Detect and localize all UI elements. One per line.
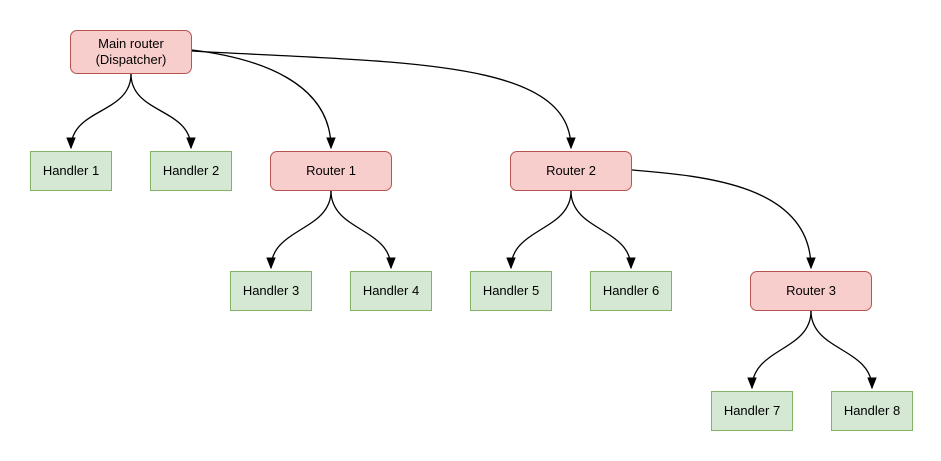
node-handler-4-label: Handler 4 — [362, 282, 420, 298]
node-handler-3-label: Handler 3 — [242, 282, 300, 298]
node-handler-6-label: Handler 6 — [602, 282, 660, 298]
edge-main-router-to-router-1 — [191, 49, 331, 148]
node-router-1-label: Router 1 — [306, 162, 356, 178]
edge-router-3-to-handler-8 — [810, 310, 872, 388]
edge-router-2-to-handler-6 — [570, 190, 631, 268]
edge-router-2-to-router-3 — [631, 169, 811, 268]
edge-main-router-to-router-2 — [191, 50, 571, 148]
node-handler-3: Handler 3 — [230, 271, 312, 311]
node-handler-5-label: Handler 5 — [482, 282, 540, 298]
edge-router-3-to-handler-7 — [752, 310, 812, 388]
node-main-router: Main router (Dispatcher) — [70, 30, 192, 74]
node-router-3-label: Router 3 — [786, 282, 836, 298]
node-router-3: Router 3 — [750, 271, 872, 311]
node-handler-6: Handler 6 — [590, 271, 672, 311]
node-handler-8-label: Handler 8 — [843, 402, 901, 418]
node-handler-1: Handler 1 — [30, 151, 112, 191]
edge-router-1-to-handler-4 — [330, 190, 391, 268]
node-handler-5: Handler 5 — [470, 271, 552, 311]
node-handler-2-label: Handler 2 — [162, 162, 220, 178]
node-router-2: Router 2 — [510, 151, 632, 191]
node-handler-2: Handler 2 — [150, 151, 232, 191]
node-handler-4: Handler 4 — [350, 271, 432, 311]
node-router-1: Router 1 — [270, 151, 392, 191]
edge-main-router-to-handler-2 — [130, 73, 191, 148]
node-handler-1-label: Handler 1 — [42, 162, 100, 178]
node-router-2-label: Router 2 — [546, 162, 596, 178]
edge-router-1-to-handler-3 — [271, 190, 332, 268]
edge-main-router-to-handler-1 — [71, 73, 132, 148]
node-handler-7: Handler 7 — [711, 391, 793, 431]
edge-router-2-to-handler-5 — [511, 190, 572, 268]
node-main-router-label: Main router (Dispatcher) — [95, 35, 167, 67]
node-handler-7-label: Handler 7 — [723, 402, 781, 418]
node-handler-8: Handler 8 — [831, 391, 913, 431]
